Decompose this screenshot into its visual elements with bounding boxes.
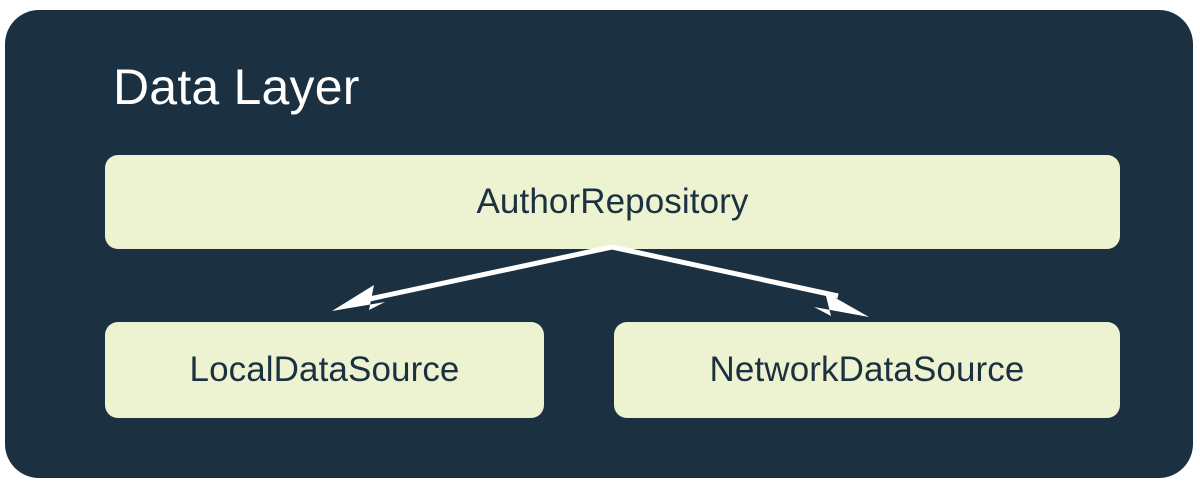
node-network-data-source-label: NetworkDataSource [709,350,1025,389]
node-local-data-source[interactable]: LocalDataSource [105,322,544,418]
node-author-repository-label: AuthorRepository [476,182,749,221]
node-network-data-source[interactable]: NetworkDataSource [614,322,1120,418]
node-author-repository[interactable]: AuthorRepository [105,155,1120,249]
page-title: Data Layer [113,59,360,115]
node-local-data-source-label: LocalDataSource [189,350,460,389]
